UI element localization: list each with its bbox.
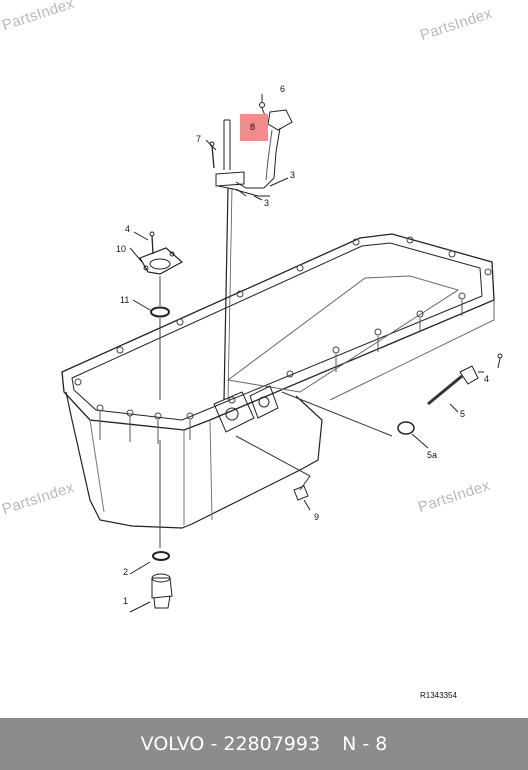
- callout-11: 11: [120, 295, 130, 305]
- callout-3: 3: [264, 198, 270, 208]
- callout-2: 2: [123, 567, 129, 577]
- reference-code: R1343354: [420, 691, 457, 700]
- part-number: 22807993: [223, 733, 321, 755]
- callout-5a: 5a: [427, 450, 438, 460]
- diagram-position: N - 8: [342, 733, 388, 755]
- callout-7: 7: [196, 134, 202, 144]
- oil-pan-illustration: [61, 94, 503, 613]
- callout-3: 3: [290, 170, 296, 180]
- parts-diagram: PartsIndex PartsIndex PartsIndex PartsIn…: [0, 0, 503, 700]
- callout-1: 1: [123, 596, 129, 606]
- callout-6: 6: [280, 84, 286, 94]
- highlight-box: [240, 114, 268, 141]
- callout-4: 4: [125, 224, 131, 234]
- callout-9: 9: [314, 512, 320, 522]
- callout-10: 10: [116, 244, 127, 254]
- callout-4: 4: [484, 374, 490, 384]
- footer-dash: -: [210, 733, 218, 755]
- footer-bar: VOLVO - 22807993 N - 8: [0, 718, 528, 770]
- callout-8: 8: [250, 122, 256, 132]
- brand-name: VOLVO: [140, 733, 205, 755]
- callout-5: 5: [460, 409, 466, 419]
